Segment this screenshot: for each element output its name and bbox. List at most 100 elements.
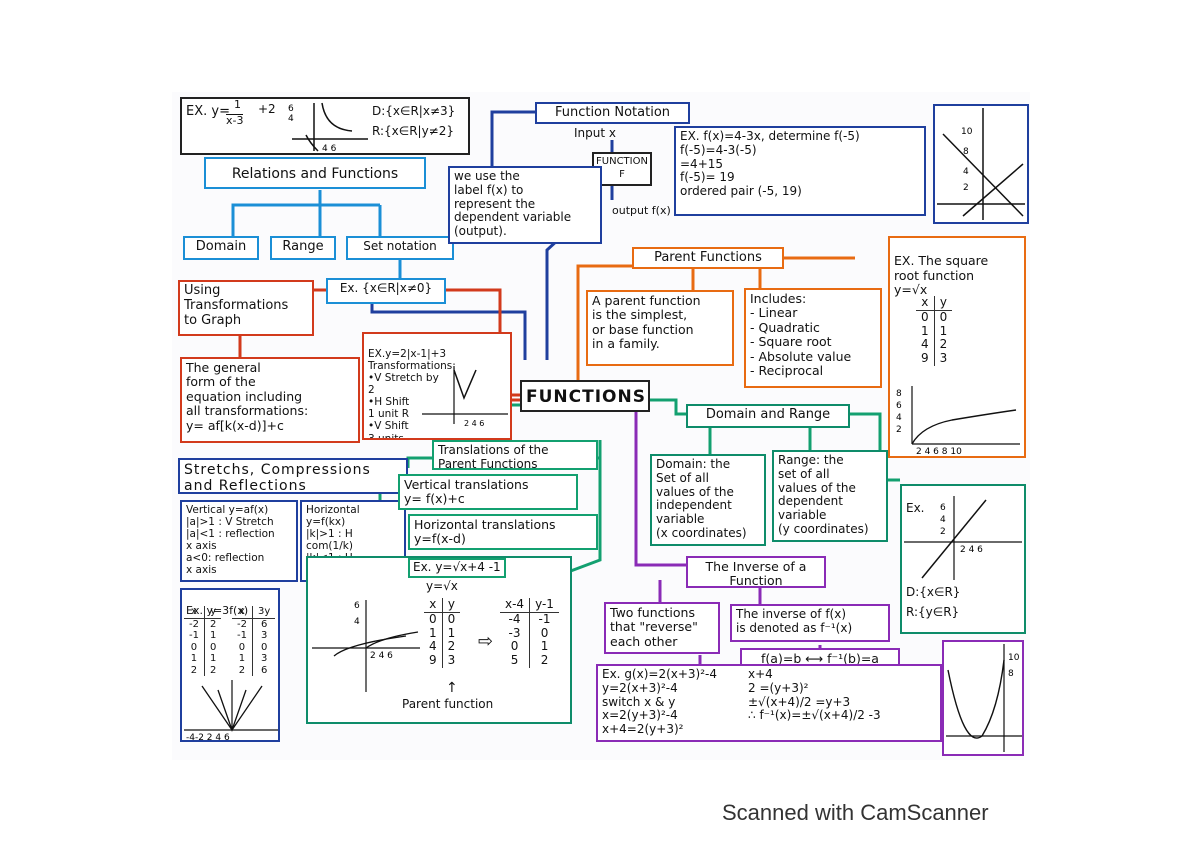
parent-x3: 9 — [429, 653, 437, 668]
sqrt-function-title: EX. The square root function y=√x — [894, 253, 989, 298]
transformation-example-text: EX.y=2|x-1|+3 Transformations: •V Stretc… — [368, 348, 456, 440]
f3x-table-header-x: x — [232, 606, 253, 619]
svg-text:4: 4 — [354, 617, 360, 627]
svg-text:2: 2 — [963, 183, 969, 193]
abs-value-graph: 2 4 6 — [422, 366, 508, 428]
svg-text:10: 10 — [1008, 653, 1020, 663]
svg-text:2: 2 — [940, 527, 946, 537]
v-stretch-graph: -4-2 2 4 6 — [184, 680, 278, 742]
domain-range-example-box: Ex. 6 4 2 2 4 6 D:{x∈R} R:{y∈R} — [900, 484, 1026, 634]
using-transformations-node: Using Transformations to Graph — [178, 280, 314, 336]
sqrt-table-header-y: y — [933, 295, 953, 311]
vertical-translations-box: Vertical translations y= f(x)+c — [398, 474, 578, 510]
svg-text:6: 6 — [288, 104, 294, 114]
relations-example-numerator: 1 — [234, 98, 241, 111]
f3x-y2: 0 — [251, 641, 276, 653]
stretch-compress-node: Stretchs, Compressions and Reflections — [178, 458, 408, 494]
svg-text:4 6: 4 6 — [322, 144, 337, 154]
function-notation-example: EX. f(x)=4-3x, determine f(-5) f(-5)=4-3… — [674, 126, 926, 216]
scanner-watermark: Scanned with CamScanner — [722, 800, 989, 825]
line-graph: 6 4 2 2 4 6 — [904, 496, 1022, 580]
inverse-example-right: x+4 2 =(y+3)² ±√(x+4)/2 =y+3 ∴ f⁻¹(x)=±√… — [748, 667, 881, 723]
f3x-x4: 2 — [238, 664, 246, 676]
svg-text:4: 4 — [896, 413, 902, 423]
relations-range: R:{x∈R|y≠2} — [372, 124, 455, 138]
relations-domain: D:{x∈R|x≠3} — [372, 104, 456, 118]
parent-y3: 3 — [441, 653, 461, 668]
parent-function-includes: Includes: - Linear - Quadratic - Square … — [744, 288, 882, 388]
domain-definition-box: Domain: the Set of all values of the ind… — [650, 454, 766, 546]
sqrt-y1: 1 — [933, 324, 953, 339]
domain-range-example-label: Ex. — [906, 500, 925, 515]
sqrt-x1: 1 — [921, 323, 929, 338]
translation-y-eq: y=√x — [426, 579, 458, 593]
f3x-y4: 6 — [251, 664, 276, 676]
transformation-example-box: EX.y=2|x-1|+3 Transformations: •V Stretc… — [362, 332, 512, 440]
hyperbola-graph: 6 4 4 6 — [288, 102, 368, 154]
range-definition-box: Range: the set of all values of the depe… — [772, 450, 888, 542]
parent-x2: 4 — [429, 639, 437, 654]
relations-example-label: EX. y= — [186, 104, 230, 119]
inverse-function-node: The Inverse of a Function — [686, 556, 826, 588]
f3x-x2: 0 — [238, 641, 246, 653]
trans-x0: -4 — [508, 611, 521, 626]
domain-example-text: D:{x∈R} — [906, 585, 961, 599]
fx-x1: -1 — [189, 630, 199, 641]
function-machine-line1: FUNCTION — [596, 156, 648, 167]
f3x-x0: -2 — [237, 618, 247, 630]
f3x-x3: 1 — [238, 653, 246, 664]
vertical-stretch-box: Vertical y=af(x) |a|>1 : V Stretch |a|<1… — [180, 500, 298, 582]
translated-table-header-y: y-1 — [529, 597, 559, 613]
svg-text:2: 2 — [896, 425, 902, 435]
svg-text:2 4 6: 2 4 6 — [370, 651, 393, 661]
inverse-notation-box: The inverse of f(x) is denoted as f⁻¹(x) — [730, 604, 890, 642]
function-label-note: we use the label f(x) to represent the d… — [448, 166, 602, 244]
svg-text:-4-2 2 4 6: -4-2 2 4 6 — [186, 733, 230, 742]
sqrt-y0: 0 — [933, 310, 953, 325]
parent-y2: 2 — [441, 640, 461, 655]
trans-x1: -3 — [508, 625, 521, 640]
relations-example-tail: +2 — [258, 102, 276, 116]
translation-example-title: Ex. y=√x+4 -1 — [408, 558, 506, 578]
fx-y2: 0 — [203, 641, 222, 653]
relations-example-denominator: x-3 — [226, 114, 244, 127]
svg-text:8: 8 — [963, 147, 969, 157]
fx-table-header-x: x — [184, 606, 205, 619]
f3x-y1: 3 — [251, 630, 276, 642]
svg-text:8: 8 — [896, 389, 902, 399]
sqrt-translation-graph: 6 4 2 4 6 — [312, 600, 420, 692]
fx-x4: 2 — [190, 664, 198, 676]
general-form-box: The general form of the equation includi… — [180, 357, 360, 443]
parent-function-caption: Parent function — [402, 697, 494, 711]
trans-y1: 0 — [529, 626, 559, 641]
quadratic-graph-partial: 10 8 — [942, 640, 1024, 756]
sqrt-y2: 2 — [933, 338, 953, 353]
trans-x2: 0 — [510, 639, 519, 654]
svg-text:2 4 6: 2 4 6 — [960, 545, 983, 555]
parent-table-header-y: y — [441, 597, 461, 613]
function-notation-node: Function Notation — [535, 102, 690, 124]
function-output-label: output f(x) — [612, 204, 671, 217]
range-node: Range — [270, 236, 336, 260]
f3x-table-header-y: 3y — [251, 606, 276, 619]
trans-y0: -1 — [529, 612, 559, 627]
trans-x3: 5 — [510, 653, 519, 668]
inverse-example-box: Ex. g(x)=2(x+3)²-4 y=2(x+3)²-4 switch x … — [596, 664, 942, 742]
inverse-reverse-box: Two functions that "reverse" each other — [604, 602, 720, 654]
svg-text:6: 6 — [940, 503, 946, 513]
function-machine-line2: F — [619, 168, 625, 180]
sqrt-x2: 4 — [921, 337, 929, 352]
fx-x3: 1 — [190, 653, 198, 664]
relations-example-box: EX. y= 1 x-3 +2 6 4 4 6 D:{x∈R|x≠3} R:{x… — [180, 97, 470, 155]
fx-x2: 0 — [190, 641, 198, 653]
set-notation-example: Ex. {x∈R|x≠0} — [326, 278, 446, 304]
